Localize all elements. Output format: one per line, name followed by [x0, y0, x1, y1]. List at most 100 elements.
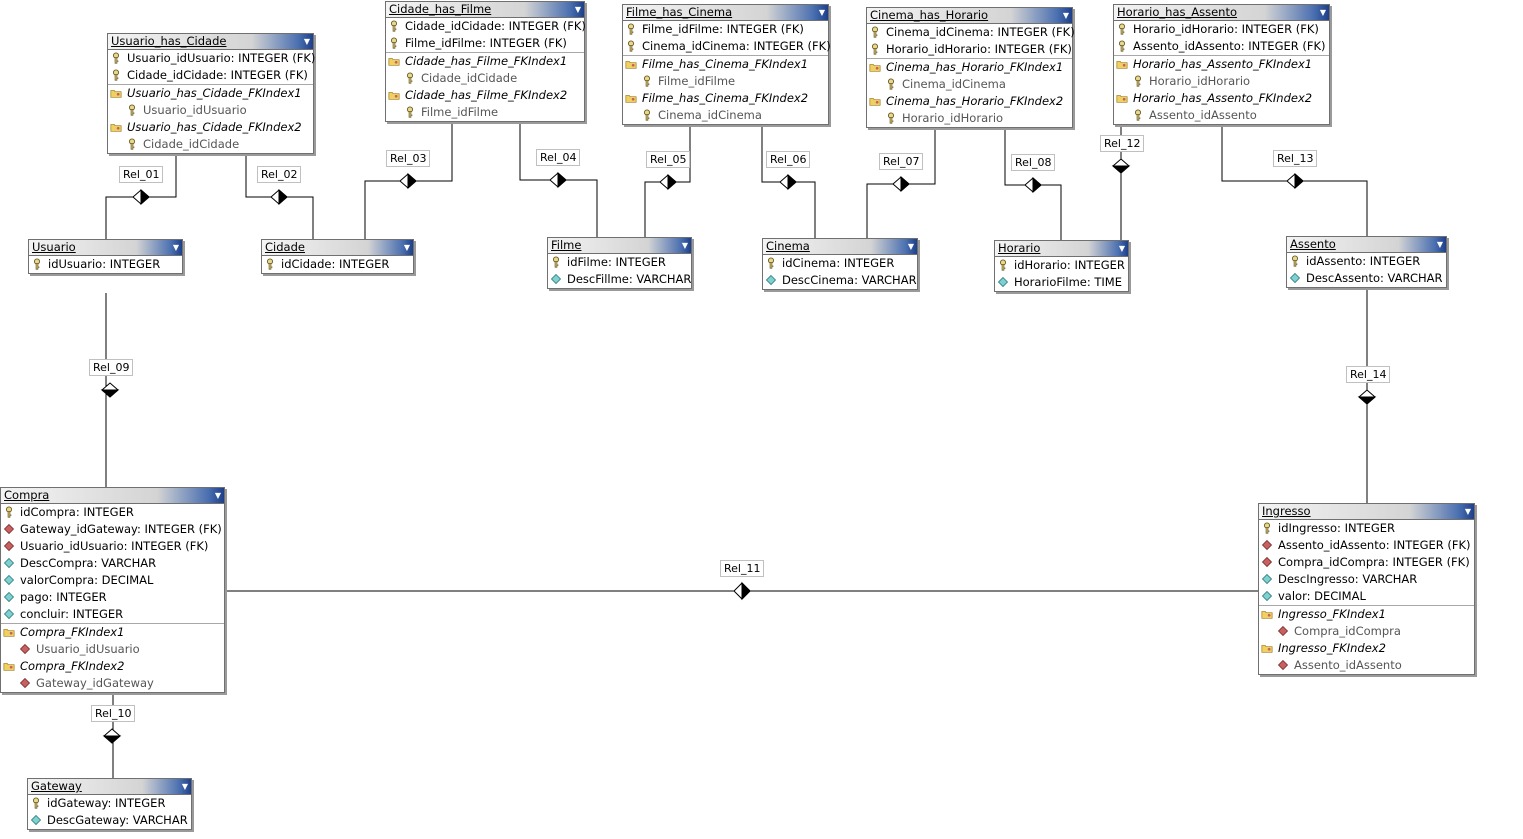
rel-11-label[interactable]: Rel_11 [720, 560, 765, 577]
table-filme-has-cinema[interactable]: Filme_has_Cinema▼Filme_idFilme: INTEGER … [622, 4, 831, 125]
column-row[interactable]: idUsuario: INTEGER [29, 256, 182, 273]
dropdown-arrow-icon[interactable]: ▼ [214, 491, 221, 500]
table-header[interactable]: Usuario_has_Cidade▼ [108, 34, 313, 50]
index-row[interactable]: Cinema_has_Horario_FKIndex1 [867, 58, 1072, 76]
dropdown-arrow-icon[interactable]: ▼ [303, 37, 310, 46]
column-row[interactable]: DescCompra: VARCHAR [1, 555, 224, 572]
table-cidade[interactable]: Cidade▼idCidade: INTEGER [261, 239, 414, 274]
table-usuario-has-cidade[interactable]: Usuario_has_Cidade▼Usuario_idUsuario: IN… [107, 33, 315, 154]
index-row[interactable]: Usuario_has_Cidade_FKIndex1 [108, 84, 313, 102]
dropdown-arrow-icon[interactable]: ▼ [1464, 507, 1471, 516]
column-row[interactable]: Filme_idFilme: INTEGER (FK) [623, 21, 828, 38]
column-row[interactable]: DescCinema: VARCHAR [763, 272, 917, 289]
dropdown-arrow-icon[interactable]: ▼ [1062, 11, 1069, 20]
table-header[interactable]: Horario_has_Assento▼ [1114, 5, 1329, 21]
index-row[interactable]: Compra_FKIndex1 [1, 623, 224, 641]
dropdown-arrow-icon[interactable]: ▼ [1436, 240, 1443, 249]
table-cidade-has-filme[interactable]: Cidade_has_Filme▼Cidade_idCidade: INTEGE… [385, 1, 586, 122]
table-header[interactable]: Gateway▼ [28, 779, 191, 795]
table-horario-has-assento[interactable]: Horario_has_Assento▼Horario_idHorario: I… [1113, 4, 1330, 125]
index-row[interactable]: Ingresso_FKIndex2 [1259, 640, 1474, 657]
index-column-row[interactable]: Assento_idAssento [1259, 657, 1474, 674]
rel-01-label[interactable]: Rel_01 [119, 166, 164, 183]
rel-14-label[interactable]: Rel_14 [1346, 366, 1391, 383]
index-row[interactable]: Horario_has_Assento_FKIndex2 [1114, 90, 1329, 107]
index-column-row[interactable]: Horario_idHorario [1114, 73, 1329, 90]
index-column-row[interactable]: Cinema_idCinema [623, 107, 828, 124]
column-row[interactable]: Cidade_idCidade: INTEGER (FK) [108, 67, 313, 84]
dropdown-arrow-icon[interactable]: ▼ [681, 241, 688, 250]
table-header[interactable]: Cidade_has_Filme▼ [386, 2, 584, 18]
column-row[interactable]: idFilme: INTEGER [548, 254, 691, 271]
rel-02-label[interactable]: Rel_02 [257, 166, 302, 183]
column-row[interactable]: idGateway: INTEGER [28, 795, 191, 812]
rel-05-label[interactable]: Rel_05 [646, 151, 691, 168]
column-row[interactable]: idHorario: INTEGER [995, 257, 1128, 274]
table-header[interactable]: Usuario▼ [29, 240, 182, 256]
column-row[interactable]: Assento_idAssento: INTEGER (FK) [1259, 537, 1474, 554]
rel-08-label[interactable]: Rel_08 [1011, 154, 1056, 171]
index-row[interactable]: Horario_has_Assento_FKIndex1 [1114, 55, 1329, 73]
dropdown-arrow-icon[interactable]: ▼ [181, 782, 188, 791]
index-column-row[interactable]: Usuario_idUsuario [108, 102, 313, 119]
column-row[interactable]: Compra_idCompra: INTEGER (FK) [1259, 554, 1474, 571]
table-header[interactable]: Assento▼ [1287, 237, 1446, 253]
index-row[interactable]: Cidade_has_Filme_FKIndex1 [386, 52, 584, 70]
column-row[interactable]: Gateway_idGateway: INTEGER (FK) [1, 521, 224, 538]
rel-04-label[interactable]: Rel_04 [536, 149, 581, 166]
table-header[interactable]: Horario▼ [995, 241, 1128, 257]
column-row[interactable]: valor: DECIMAL [1259, 588, 1474, 605]
index-column-row[interactable]: Horario_idHorario [867, 110, 1072, 127]
column-row[interactable]: Horario_idHorario: INTEGER (FK) [867, 41, 1072, 58]
rel-03-label[interactable]: Rel_03 [386, 150, 431, 167]
column-row[interactable]: Cinema_idCinema: INTEGER (FK) [623, 38, 831, 55]
index-row[interactable]: Ingresso_FKIndex1 [1259, 605, 1474, 623]
dropdown-arrow-icon[interactable]: ▼ [907, 242, 914, 251]
column-row[interactable]: idIngresso: INTEGER [1259, 520, 1474, 537]
dropdown-arrow-icon[interactable]: ▼ [1118, 244, 1125, 253]
column-row[interactable]: DescIngresso: VARCHAR [1259, 571, 1474, 588]
index-column-row[interactable]: Cinema_idCinema [867, 76, 1072, 93]
column-row[interactable]: idCinema: INTEGER [763, 255, 917, 272]
column-row[interactable]: Horario_idHorario: INTEGER (FK) [1114, 21, 1329, 38]
dropdown-arrow-icon[interactable]: ▼ [403, 243, 410, 252]
table-header[interactable]: Filme▼ [548, 238, 691, 254]
column-row[interactable]: Usuario_idUsuario: INTEGER (FK) [1, 538, 224, 555]
dropdown-arrow-icon[interactable]: ▼ [172, 243, 179, 252]
index-column-row[interactable]: Filme_idFilme [623, 73, 828, 90]
index-row[interactable]: Usuario_has_Cidade_FKIndex2 [108, 119, 313, 136]
column-row[interactable]: valorCompra: DECIMAL [1, 572, 224, 589]
rel-09-label[interactable]: Rel_09 [89, 359, 134, 376]
column-row[interactable]: concluir: INTEGER [1, 606, 224, 623]
table-cinema-has-horario[interactable]: Cinema_has_Horario▼Cinema_idCinema: INTE… [866, 7, 1075, 128]
index-column-row[interactable]: Assento_idAssento [1114, 107, 1329, 124]
table-header[interactable]: Cidade▼ [262, 240, 413, 256]
rel-07-label[interactable]: Rel_07 [879, 153, 924, 170]
index-row[interactable]: Filme_has_Cinema_FKIndex2 [623, 90, 828, 107]
rel-10-label[interactable]: Rel_10 [91, 705, 136, 722]
column-row[interactable]: idCompra: INTEGER [1, 504, 224, 521]
table-header[interactable]: Cinema▼ [763, 239, 917, 255]
index-row[interactable]: Compra_FKIndex2 [1, 658, 224, 675]
column-row[interactable]: Filme_idFilme: INTEGER (FK) [386, 35, 584, 52]
column-row[interactable]: idAssento: INTEGER [1287, 253, 1446, 270]
column-row[interactable]: Cidade_idCidade: INTEGER (FK) [386, 18, 586, 35]
table-header[interactable]: Cinema_has_Horario▼ [867, 8, 1072, 24]
column-row[interactable]: pago: INTEGER [1, 589, 224, 606]
index-row[interactable]: Cidade_has_Filme_FKIndex2 [386, 87, 584, 104]
table-header[interactable]: Ingresso▼ [1259, 504, 1474, 520]
column-row[interactable]: idCidade: INTEGER [262, 256, 413, 273]
column-row[interactable]: DescAssento: VARCHAR [1287, 270, 1446, 287]
index-column-row[interactable]: Cidade_idCidade [108, 136, 313, 153]
column-row[interactable]: HorarioFilme: TIME [995, 274, 1128, 291]
index-column-row[interactable]: Cidade_idCidade [386, 70, 584, 87]
dropdown-arrow-icon[interactable]: ▼ [1319, 8, 1326, 17]
column-row[interactable]: Assento_idAssento: INTEGER (FK) [1114, 38, 1329, 55]
